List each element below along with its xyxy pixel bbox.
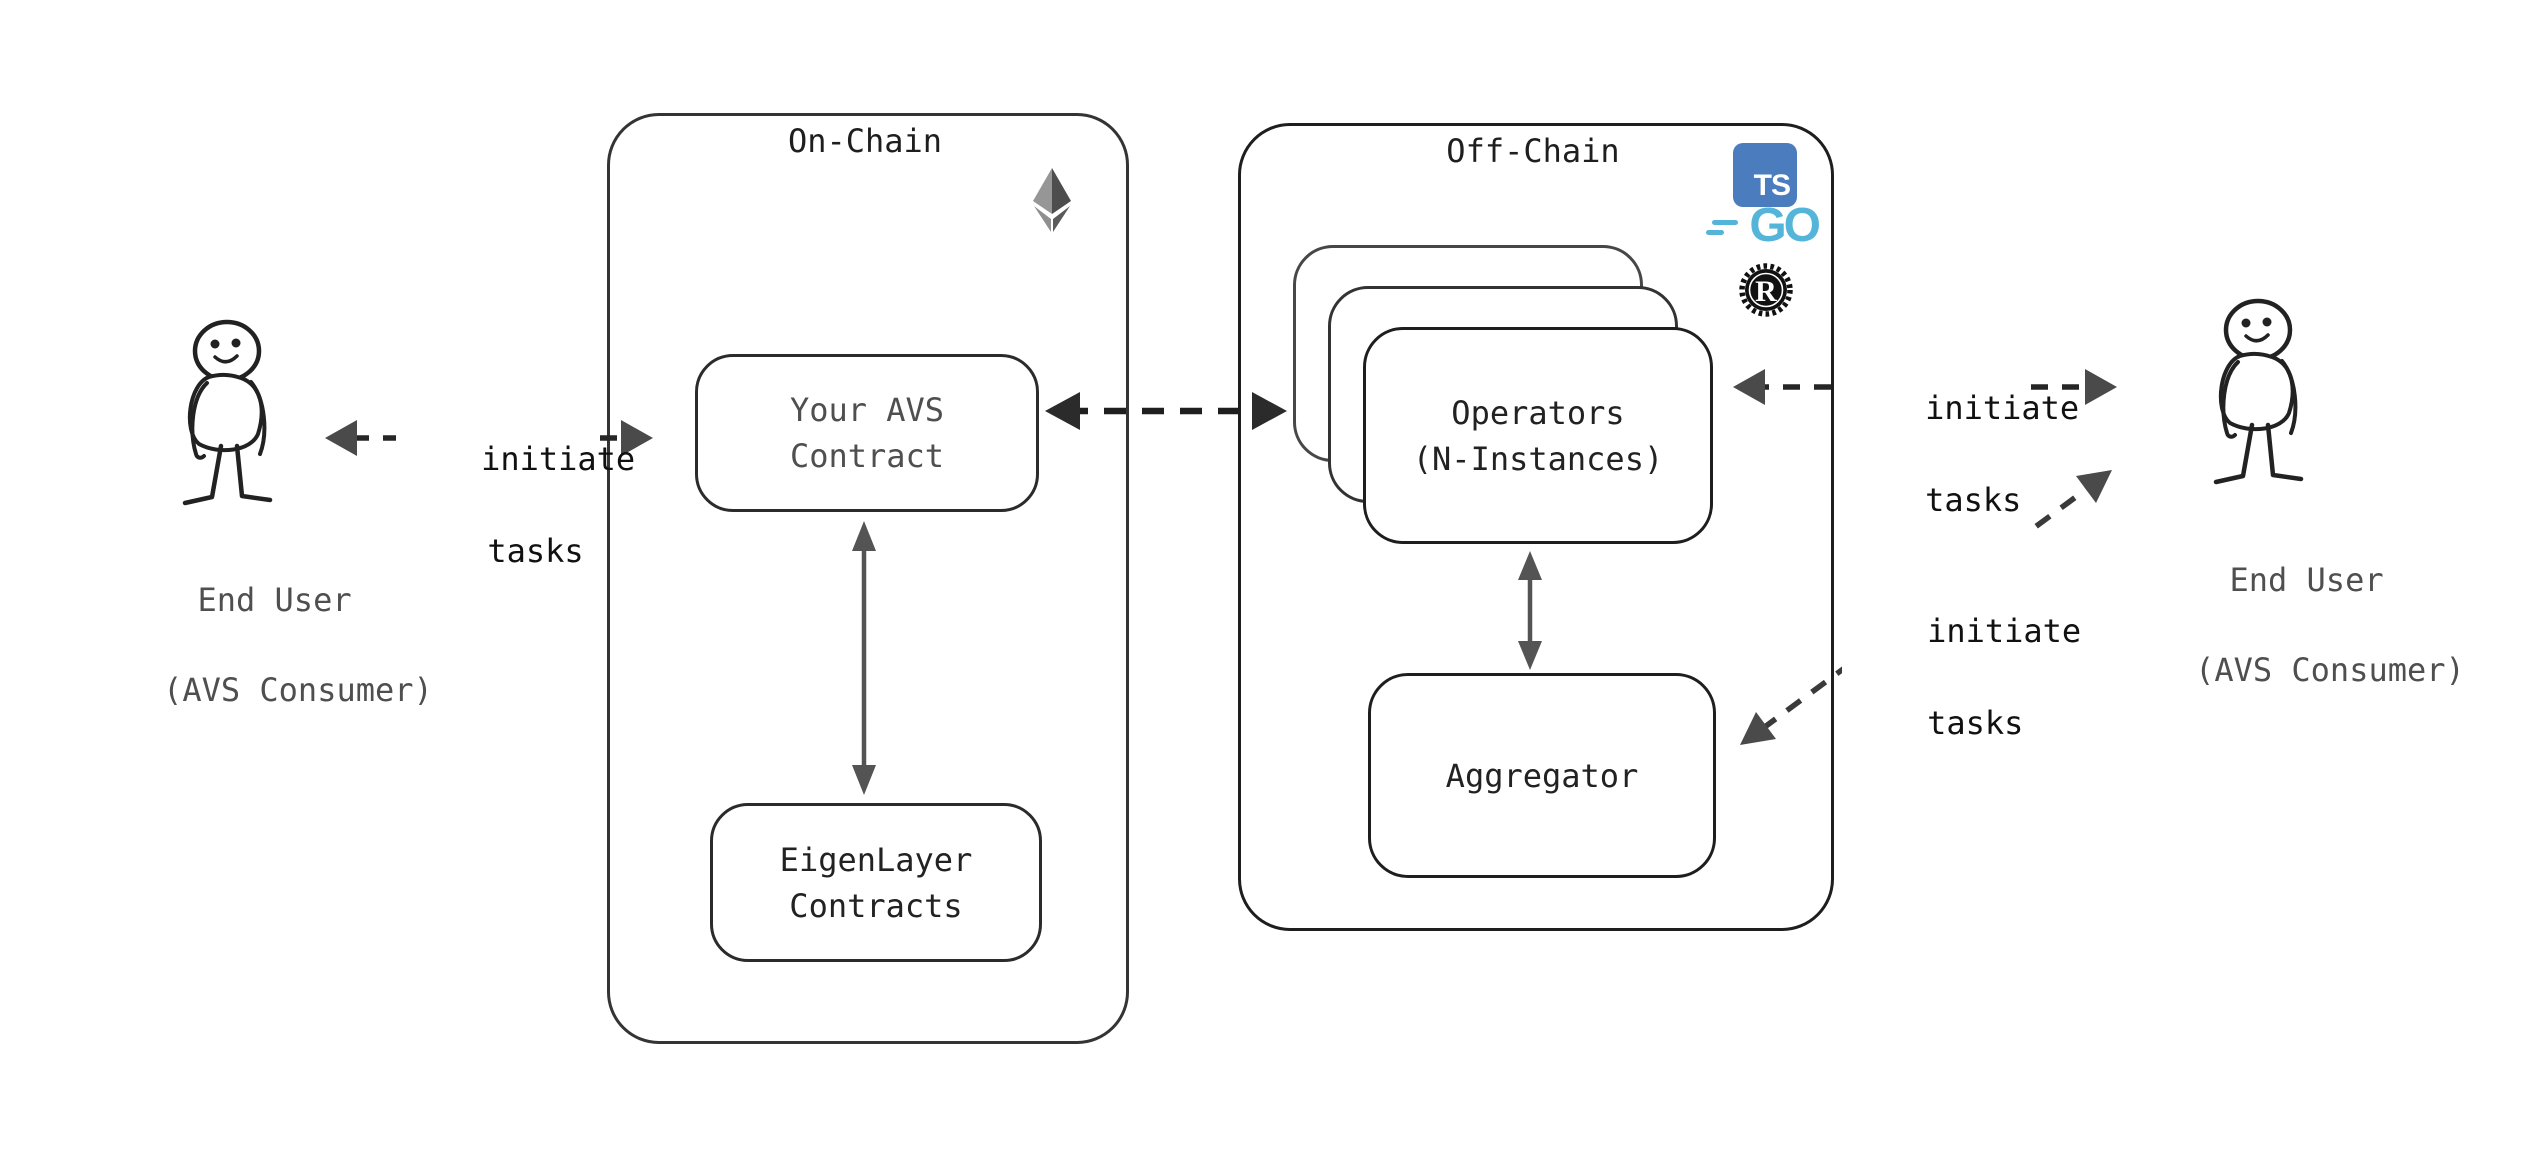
initiate-tasks-label-right-bottom: initiate tasks <box>1842 562 2081 792</box>
initiate-tasks-right-bottom-line1: initiate <box>1927 612 2082 650</box>
initiate-tasks-right-top-line1: initiate <box>1925 389 2080 427</box>
initiate-tasks-right-top-line2: tasks <box>1925 481 2022 519</box>
end-user-left-line1: End User <box>197 581 352 619</box>
typescript-icon-label: TS <box>1753 169 1791 202</box>
off-chain-title: Off-Chain <box>1446 132 1620 170</box>
operators-box: Operators (N-Instances) <box>1363 327 1713 544</box>
eigenlayer-contracts-box: EigenLayer Contracts <box>710 803 1042 962</box>
go-speed-line-2 <box>1706 230 1724 235</box>
aggregator-label: Aggregator <box>1445 756 1639 795</box>
end-user-left-line2: (AVS Consumer) <box>163 671 433 709</box>
end-user-right-label: End User (AVS Consumer) <box>2118 513 2465 738</box>
end-user-right-line2: (AVS Consumer) <box>2195 651 2465 689</box>
eigenlayer-label-line1: EigenLayer <box>779 840 973 879</box>
your-avs-contract-label-line1: Your AVS <box>789 391 945 429</box>
typescript-icon: TS <box>1733 143 1797 207</box>
end-user-right-line1: End User <box>2229 561 2384 599</box>
initiate-tasks-left-line2: tasks <box>487 532 584 570</box>
go-icon-label: GO <box>1749 199 1821 252</box>
end-user-left-label: End User (AVS Consumer) <box>86 533 433 758</box>
your-avs-contract-box: Your AVS Contract <box>695 354 1039 512</box>
go-icon: GO <box>1706 199 1821 254</box>
on-chain-title: On-Chain <box>787 122 943 160</box>
end-user-left-figure <box>182 319 273 506</box>
your-avs-contract-label-line2: Contract <box>789 437 945 475</box>
initiate-tasks-right-bottom-line2: tasks <box>1927 704 2024 742</box>
operators-label-line1: Operators <box>1451 393 1625 432</box>
go-speed-line-1 <box>1712 220 1738 225</box>
initiate-tasks-label-left: initiate tasks <box>396 390 635 620</box>
operators-label-line2: (N-Instances) <box>1412 439 1664 478</box>
initiate-tasks-left-line1: initiate <box>481 440 636 478</box>
eigenlayer-label-line2: Contracts <box>789 886 963 925</box>
aggregator-box: Aggregator <box>1368 673 1716 878</box>
end-user-right-figure <box>2213 298 2304 485</box>
initiate-tasks-label-right-top: initiate tasks <box>1840 339 2079 569</box>
